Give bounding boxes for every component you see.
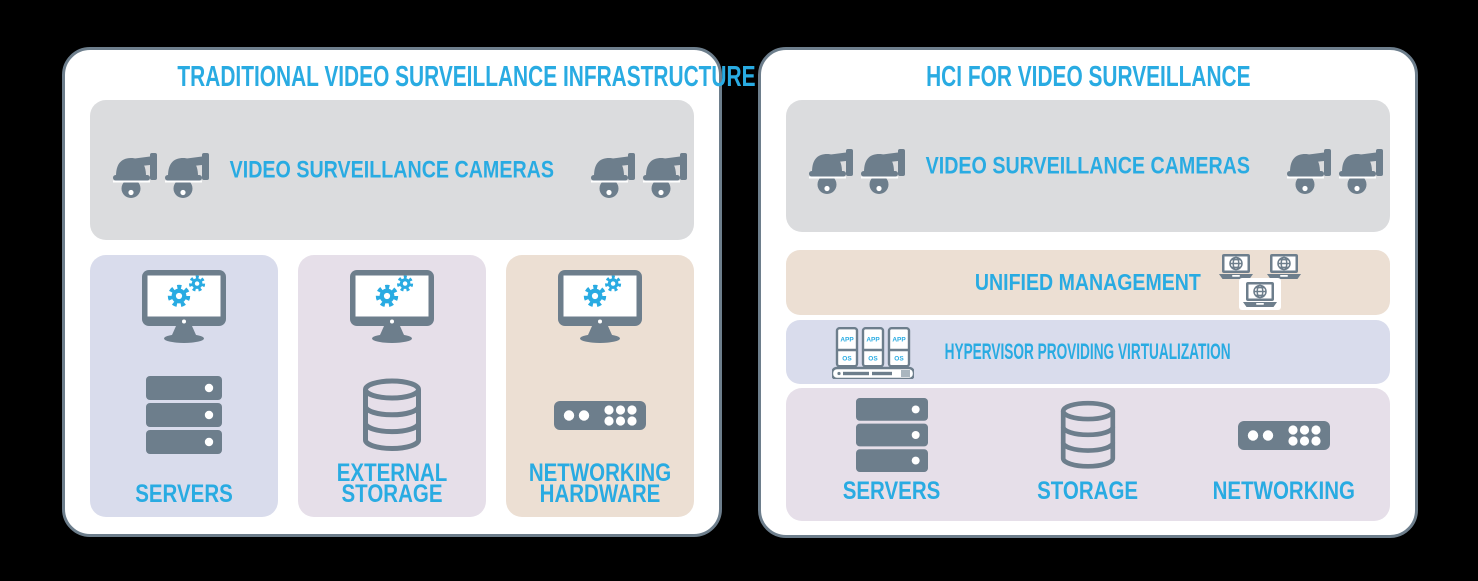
- row-label: HYPERVISOR PROVIDING VIRTUALIZATION: [945, 339, 1231, 365]
- svg-text:OS: OS: [894, 356, 904, 363]
- ptz-camera-icon: [1284, 146, 1331, 194]
- left-panel-title: TRADITIONAL VIDEO SURVEILLANCE INFRASTRU…: [65, 62, 755, 93]
- network-switch-icon: [1238, 421, 1330, 450]
- ptz-camera-icon: [640, 150, 687, 198]
- right-cameras-box: VIDEO SURVEILLANCE CAMERAS: [786, 100, 1390, 232]
- column-networking-hardware: NETWORKING HARDWARE: [506, 255, 694, 517]
- network-switch-icon: [554, 401, 646, 430]
- resources-box: SERVERS STORAGE NETWORKING: [786, 388, 1390, 521]
- resource-label: STORAGE: [1037, 477, 1139, 505]
- left-panel: TRADITIONAL VIDEO SURVEILLANCE INFRASTRU…: [62, 47, 755, 537]
- resource-networking: NETWORKING: [1194, 396, 1374, 521]
- server-rack-icon: [856, 398, 928, 472]
- left-panel-title-text: TRADITIONAL VIDEO SURVEILLANCE INFRASTRU…: [177, 61, 756, 93]
- column-label: EXTERNAL STORAGE: [336, 459, 448, 508]
- column-label: NETWORKING HARDWARE: [528, 459, 672, 508]
- camera-pair-right: [1284, 146, 1383, 194]
- resource-label: NETWORKING: [1212, 477, 1356, 505]
- right-panel-title: HCI FOR VIDEO SURVEILLANCE: [761, 61, 1415, 93]
- laptop-globe-cluster-icon: [1219, 254, 1301, 310]
- camera-pair-right: [588, 150, 687, 198]
- monitor-gears-icon: [142, 270, 226, 343]
- vm-stack-icon: APP OS APP OS APP OS: [832, 327, 914, 379]
- resource-storage: STORAGE: [998, 396, 1178, 521]
- svg-text:APP: APP: [892, 337, 906, 344]
- cameras-label: VIDEO SURVEILLANCE CAMERAS: [229, 156, 555, 184]
- svg-text:APP: APP: [840, 337, 854, 344]
- database-icon: [361, 378, 423, 452]
- monitor-gears-icon: [350, 270, 434, 343]
- monitor-gears-icon: [558, 270, 642, 343]
- column-servers: SERVERS: [90, 255, 278, 517]
- hypervisor-row: APP OS APP OS APP OS HYPERVISOR PROVIDIN…: [786, 320, 1390, 384]
- ptz-camera-icon: [588, 150, 635, 198]
- cameras-label: VIDEO SURVEILLANCE CAMERAS: [925, 152, 1251, 180]
- svg-text:OS: OS: [868, 356, 878, 363]
- svg-text:OS: OS: [842, 356, 852, 363]
- row-label: UNIFIED MANAGEMENT: [975, 269, 1201, 296]
- unified-management-row: UNIFIED MANAGEMENT: [786, 250, 1390, 315]
- left-cameras-box: VIDEO SURVEILLANCE CAMERAS: [90, 100, 694, 240]
- right-panel-title-text: HCI FOR VIDEO SURVEILLANCE: [925, 61, 1251, 93]
- resource-label: SERVERS: [843, 477, 941, 505]
- left-columns: SERVERS EXTERNAL STORAGE NETWORKING HARD: [90, 255, 694, 517]
- column-external-storage: EXTERNAL STORAGE: [298, 255, 486, 517]
- svg-text:APP: APP: [866, 337, 880, 344]
- right-panel: HCI FOR VIDEO SURVEILLANCE VIDEO SURVEIL…: [758, 47, 1418, 538]
- ptz-camera-icon: [1336, 146, 1383, 194]
- column-label: SERVERS: [135, 480, 233, 508]
- resource-servers: SERVERS: [802, 396, 982, 521]
- database-icon: [1059, 400, 1117, 470]
- server-rack-icon: [146, 376, 222, 454]
